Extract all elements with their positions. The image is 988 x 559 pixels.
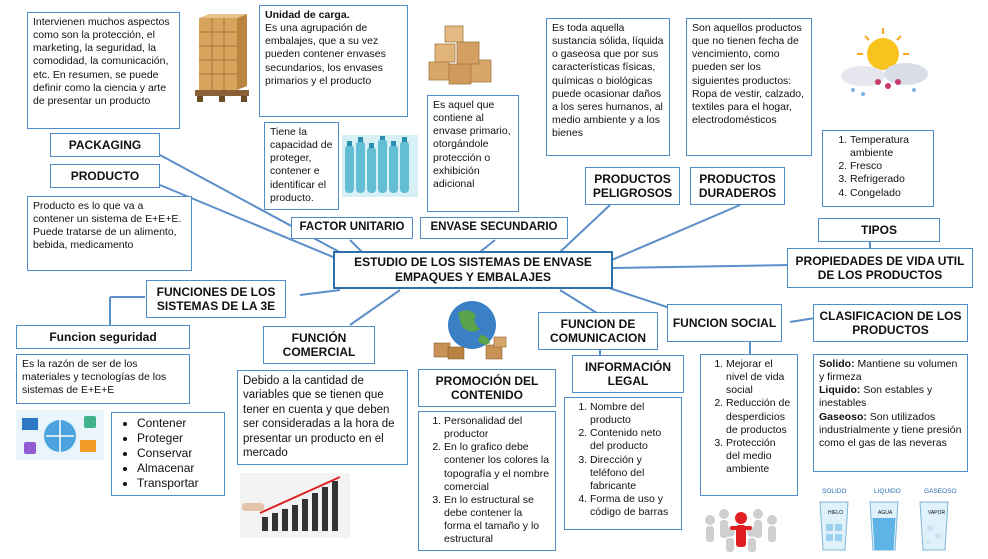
envase-secundario-title: ENVASE SECUNDARIO — [420, 217, 568, 239]
solido-label: Solido: — [819, 358, 855, 370]
states-of-matter-image: SOLIDO LIQUIDO GASEOSO HIELO AGUA VAPOR — [808, 484, 980, 554]
tipo-item: Fresco — [850, 160, 928, 173]
weather-image — [841, 28, 928, 96]
packaging-title: PACKAGING — [50, 133, 160, 157]
solido-text: Mantiene su volumen y firmeza — [819, 358, 958, 384]
legal-item: Forma de uso y código de barras — [590, 493, 676, 519]
social-item: Protección del medio ambiente — [726, 437, 792, 476]
social-title: FUNCION SOCIAL — [667, 304, 782, 342]
liquido-label: Liquido: — [819, 384, 861, 397]
gaseoso-label: Gaseoso: — [819, 410, 867, 423]
legal-list-box: Nombre del producto Contenido neto del p… — [564, 397, 682, 530]
cardboard-boxes-image — [428, 25, 492, 85]
funciones-3e-title: FUNCIONES DE LOS SISTEMAS DE LA 3E — [146, 280, 286, 318]
promocion-list-box: Personalidad del productor En lo grafico… — [418, 411, 556, 551]
seguridad-item: Conservar — [137, 446, 219, 461]
tipos-list-box: Temperatura ambiente Fresco Refrigerado … — [822, 130, 934, 207]
seguridad-item: Contener — [137, 416, 219, 431]
duraderos-title: PRODUCTOS DURADEROS — [690, 167, 785, 205]
legal-item: Contenido neto del producto — [590, 427, 676, 453]
seguridad-list-box: Contener Proteger Conservar Almacenar Tr… — [111, 412, 225, 496]
seguridad-item: Proteger — [137, 431, 219, 446]
social-list-box: Mejorar el nivel de vida social Reducció… — [700, 354, 798, 496]
producto-title: PRODUCTO — [50, 164, 160, 188]
peligrosos-title: PRODUCTOS PELIGROSOS — [585, 167, 680, 205]
state-agua-label: AGUA — [878, 510, 893, 516]
state-solido-label: SOLIDO — [822, 488, 847, 495]
clasificacion-description: Solido: Mantiene su volumen y firmeza Li… — [813, 354, 968, 472]
factor-unitario-description: Tiene la capacidad de proteger, contener… — [264, 122, 339, 210]
factor-unitario-title: FACTOR UNITARIO — [291, 217, 413, 239]
duraderos-description: Son aquellos productos que no tienen fec… — [686, 18, 812, 156]
promocion-title: PROMOCIÓN DEL CONTENIDO — [418, 369, 556, 407]
seguridad-item: Almacenar — [137, 461, 219, 476]
plastic-bottles-image — [342, 135, 418, 197]
state-hielo-label: HIELO — [828, 510, 844, 516]
growth-chart-image — [240, 473, 350, 538]
comercial-description: Debido a la cantidad de variables que se… — [237, 370, 408, 465]
liquido-text: Son estables y inestables — [819, 384, 933, 410]
globe-boxes-image — [433, 301, 507, 360]
security-network-image — [16, 410, 104, 460]
unidad-carga-box: Unidad de carga. Es una agrupación de em… — [259, 5, 408, 117]
promocion-item: Personalidad del productor — [444, 415, 550, 441]
tipo-item: Refrigerado — [850, 173, 928, 186]
tipo-item: Temperatura ambiente — [850, 134, 928, 160]
producto-description: Producto es lo que va a contener un sist… — [27, 196, 192, 271]
state-vapor-label: VAPOR — [928, 510, 946, 516]
seguridad-item: Transportar — [137, 476, 219, 491]
state-gaseoso-label: GASEOSO — [924, 488, 957, 495]
envase-secundario-description: Es aquel que contiene al envase primario… — [427, 95, 519, 212]
state-liquido-label: LIQUIDO — [874, 488, 901, 495]
tipo-item: Congelado — [850, 187, 928, 200]
legal-item: Dirección y teléfono del fabricante — [590, 454, 676, 493]
seguridad-description: Es la razón de ser de los materiales y t… — [16, 354, 190, 404]
people-group-image — [705, 509, 777, 552]
social-item: Reducción de desperdicios de productos — [726, 397, 792, 436]
unidad-carga-title: Unidad de carga. — [265, 9, 350, 21]
peligrosos-description: Es toda aquella sustancia sólida, líquid… — [546, 18, 670, 156]
packaging-description: Intervienen muchos aspectos como son la … — [27, 12, 180, 129]
comunicacion-title: FUNCION DE COMUNICACION — [538, 312, 658, 350]
promocion-item: En lo grafico debe contener los colores … — [444, 441, 550, 494]
seguridad-title: Funcion seguridad — [16, 325, 190, 349]
gaseoso-text: Son utilizados industrialmente y tiene p… — [819, 410, 962, 449]
comercial-title: FUNCIÓN COMERCIAL — [263, 326, 375, 364]
central-topic: ESTUDIO DE LOS SISTEMAS DE ENVASE EMPAQU… — [333, 251, 613, 289]
pallet-boxes-image — [195, 14, 249, 102]
legal-title: INFORMACIÓN LEGAL — [572, 355, 684, 393]
central-topic-line1: ESTUDIO DE LOS SISTEMAS DE ENVASE — [354, 255, 592, 269]
unidad-carga-description: Es una agrupación de embalajes, que a su… — [265, 22, 386, 87]
promocion-item: En lo estructural se debe contener la fo… — [444, 494, 550, 547]
tipos-title: TIPOS — [818, 218, 940, 242]
social-item: Mejorar el nivel de vida social — [726, 358, 792, 397]
central-topic-line2: EMPAQUES Y EMBALAJES — [394, 270, 552, 284]
legal-item: Nombre del producto — [590, 401, 676, 427]
clasificacion-title: CLASIFICACION DE LOS PRODUCTOS — [813, 304, 968, 342]
vida-util-title: PROPIEDADES DE VIDA UTIL DE LOS PRODUCTO… — [787, 248, 973, 288]
